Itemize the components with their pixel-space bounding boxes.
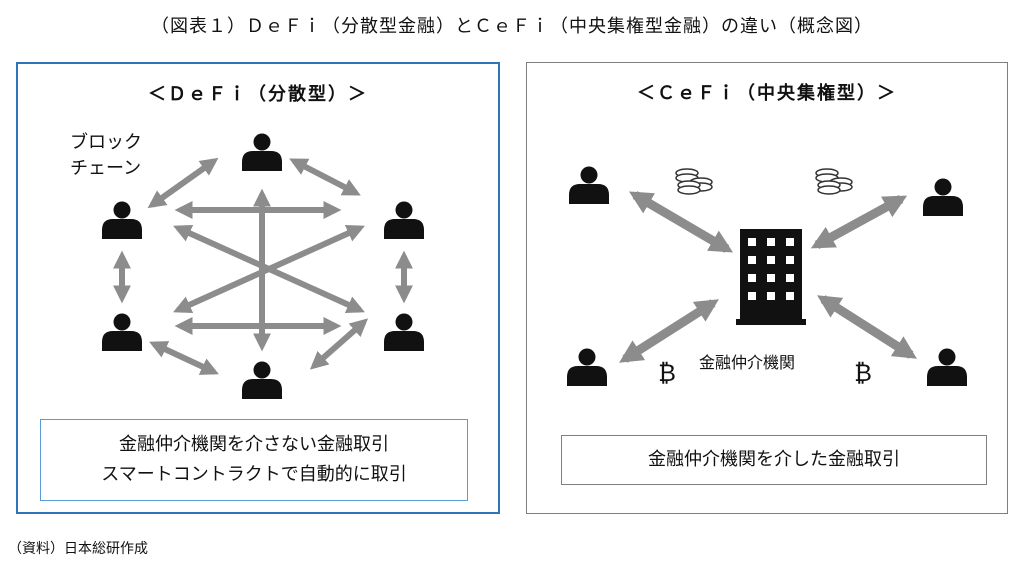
defi-caption-line1: 金融仲介機関を介さない金融取引 bbox=[119, 434, 389, 455]
defi-network-diagram bbox=[102, 133, 424, 399]
person-icon bbox=[242, 361, 282, 399]
source-note: （資料）日本総研作成 bbox=[8, 541, 148, 557]
cefi-arrows bbox=[619, 191, 917, 363]
blockchain-label: ブロック チェーン bbox=[70, 130, 142, 182]
person-icon bbox=[384, 201, 424, 239]
cefi-caption-text: 金融仲介機関を介した金融取引 bbox=[648, 449, 900, 470]
person-icon bbox=[102, 201, 142, 239]
coin-stack-icon bbox=[675, 168, 713, 195]
defi-caption-line2: スマートコントラクトで自動的に取引 bbox=[101, 464, 407, 485]
person-icon bbox=[242, 133, 282, 171]
coin-stack-icon bbox=[815, 168, 853, 195]
person-icon bbox=[927, 348, 967, 386]
arrow-top-topright bbox=[289, 158, 361, 196]
figure-title: （図表１）ＤｅＦｉ（分散型金融）とＣｅＦｉ（中央集権型金融）の違い（概念図） bbox=[151, 16, 873, 37]
cefi-hub-diagram: ₿ ₿ bbox=[567, 166, 967, 387]
arrow-bottomleft-hub bbox=[619, 299, 719, 363]
cefi-caption-box: 金融仲介機関を介した金融取引 bbox=[561, 435, 987, 485]
bitcoin-icon: ₿ bbox=[854, 359, 872, 387]
person-icon bbox=[567, 348, 607, 386]
building-icon bbox=[736, 229, 806, 325]
arrow-top-topleft bbox=[147, 157, 219, 209]
defi-panel-title: ＜ＤｅＦｉ（分散型）＞ bbox=[148, 84, 368, 105]
person-icon bbox=[569, 166, 609, 204]
defi-arrows bbox=[113, 157, 413, 375]
person-icon bbox=[923, 178, 963, 216]
person-icon bbox=[102, 313, 142, 351]
blockchain-label-line2: チェーン bbox=[70, 158, 142, 179]
arrow-bottomleft-topright bbox=[173, 224, 365, 314]
defi-caption-box: 金融仲介機関を介さない金融取引 スマートコントラクトで自動的に取引 bbox=[40, 419, 468, 501]
arrow-bottomright-hub bbox=[817, 295, 917, 359]
cefi-panel: ＜ＣｅＦｉ（中央集権型）＞ bbox=[526, 62, 1008, 514]
person-icon bbox=[384, 313, 424, 351]
arrow-bottomleft-bottom bbox=[149, 341, 219, 375]
financial-institution-label: 金融仲介機関 bbox=[699, 353, 796, 372]
arrow-bottom-bottomright bbox=[309, 318, 369, 370]
bitcoin-icon: ₿ bbox=[658, 359, 676, 387]
blockchain-label-line1: ブロック bbox=[70, 132, 142, 153]
arrow-topright-hub bbox=[810, 195, 908, 249]
defi-panel: ＜ＤｅＦｉ（分散型）＞ ブロック チェーン bbox=[16, 62, 500, 514]
arrow-topleft-hub bbox=[628, 191, 734, 253]
cefi-panel-title: ＜ＣｅＦｉ（中央集権型）＞ bbox=[637, 83, 897, 104]
